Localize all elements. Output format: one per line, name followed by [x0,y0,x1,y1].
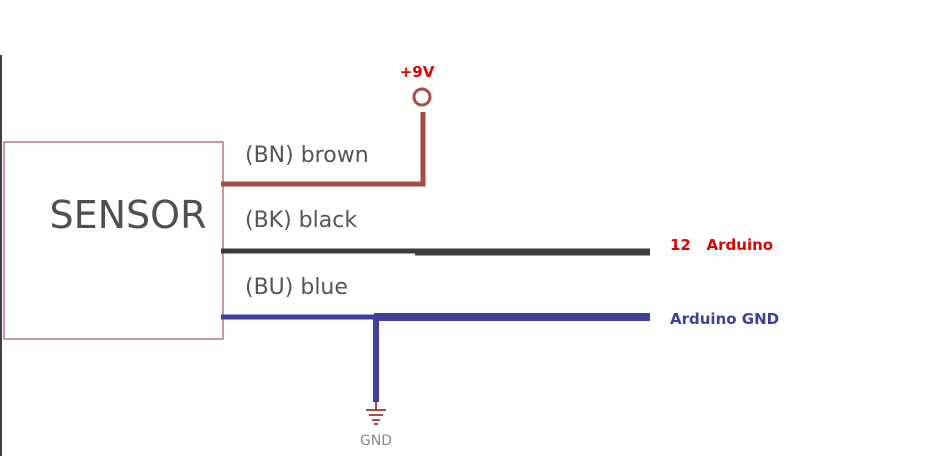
blue-wire-label: (BU) blue [245,275,348,300]
supply-label: +9V [400,63,435,81]
ground-symbol-icon [366,402,386,425]
brown-wire [221,112,426,187]
brown-wire-label: (BN) brown [245,143,369,168]
supply-terminal [412,87,432,107]
sensor-label: SENSOR [50,193,207,237]
black-wire-label: (BK) black [245,208,357,233]
ground-label: GND [360,433,392,449]
arduino-gnd-label: Arduino GND [670,310,779,328]
arduino-pin-label: 12 Arduino [670,236,773,254]
sensor-box [3,141,224,340]
